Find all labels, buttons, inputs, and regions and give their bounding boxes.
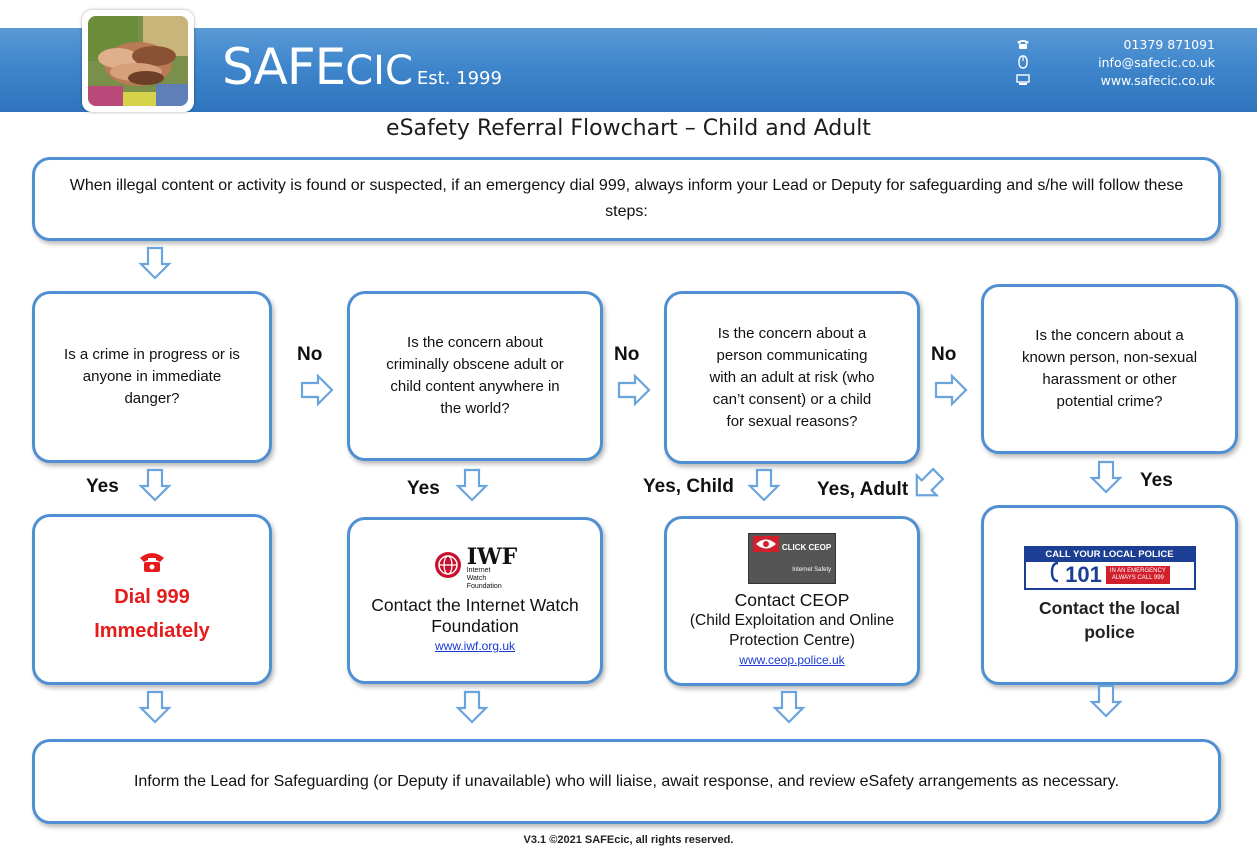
contact-phone[interactable]: 01379 871091	[1123, 36, 1215, 52]
iwf-globe-icon	[433, 550, 463, 587]
police-number: 101	[1065, 562, 1102, 587]
ceop-badge-subtext: Internet Safety	[792, 567, 832, 573]
question-text-4: Is the concern about a known person, non…	[1021, 327, 1198, 410]
ceop-title: Contact CEOP	[734, 590, 850, 610]
arrow-diagonal-icon	[915, 467, 945, 497]
police-sign: CALL YOUR LOCAL POLICE 101 IN AN EMERGEN…	[1023, 546, 1196, 590]
brand-est: Est. 1999	[416, 68, 502, 89]
logo-hands-image	[88, 16, 188, 106]
dial-999-line1: Dial 999	[114, 586, 190, 608]
footer-copyright: V3.1 ©2021 SAFEcic, all rights reserved.	[523, 834, 734, 846]
iwf-logo: IWF Internet Watch Foundation	[433, 543, 518, 591]
brand-cic: CIC	[345, 48, 413, 94]
ceop-badge[interactable]: CLICK CEOP Internet Safety	[747, 533, 837, 584]
arrow-down-icon	[456, 690, 488, 724]
arrow-right-icon	[617, 374, 651, 406]
police-phone-icon	[1049, 561, 1061, 590]
ceop-box: CLICK CEOP Internet Safety Contact CEOP …	[664, 516, 920, 686]
contact-email-row: info@safecic.co.uk	[1010, 53, 1215, 71]
arrow-down-icon	[139, 690, 171, 724]
phone-icon	[1010, 39, 1036, 50]
iwf-link[interactable]: www.iwf.org.uk	[434, 638, 516, 653]
iwf-box: IWF Internet Watch Foundation Contact th…	[347, 517, 603, 684]
intro-text: When illegal content or activity is foun…	[69, 177, 1184, 220]
police-banner: CALL YOUR LOCAL POLICE	[1025, 548, 1194, 562]
telephone-red-icon	[138, 551, 166, 580]
label-no-1: No	[297, 344, 323, 365]
label-yes-child: Yes, Child	[643, 476, 734, 497]
label-yes-1: Yes	[86, 476, 119, 497]
arrow-down-icon	[1090, 460, 1122, 494]
final-box: Inform the Lead for Safeguarding (or Dep…	[32, 739, 1221, 824]
ceop-eye-icon	[752, 536, 779, 559]
question-text-2: Is the concern about criminally obscene …	[386, 334, 564, 417]
arrow-down-icon	[773, 690, 805, 724]
arrow-right-icon	[300, 374, 334, 406]
ceop-link[interactable]: www.ceop.police.uk	[739, 653, 845, 667]
intro-box: When illegal content or activity is foun…	[32, 157, 1221, 241]
contact-website[interactable]: www.safecic.co.uk	[1100, 72, 1215, 88]
police-emergency-note: IN AN EMERGENCY ALWAYS CALL 999	[1105, 566, 1170, 584]
arrow-down-icon	[139, 468, 171, 502]
label-yes-adult: Yes, Adult	[817, 479, 909, 500]
iwf-title: Contact the Internet Watch Foundation	[371, 594, 579, 636]
arrow-down-icon	[1090, 684, 1122, 718]
iwf-logo-text: IWF	[466, 543, 518, 570]
iwf-logo-subtext: Internet Watch Foundation	[466, 566, 502, 590]
page-title: eSafety Referral Flowchart – Child and A…	[386, 116, 871, 141]
police-title: Contact the local police	[1039, 598, 1180, 642]
contact-phone-row: 01379 871091	[1010, 35, 1215, 53]
contact-email[interactable]: info@safecic.co.uk	[1098, 54, 1215, 70]
arrow-down-icon	[456, 468, 488, 502]
question-box-1: Is a crime in progress or is anyone in i…	[32, 291, 272, 463]
label-no-3: No	[931, 344, 957, 365]
contact-block: 01379 871091 info@safecic.co.uk www.safe…	[1010, 35, 1215, 89]
final-text: Inform the Lead for Safeguarding (or Dep…	[133, 772, 1120, 790]
question-box-4: Is the concern about a known person, non…	[981, 284, 1238, 454]
police-box: CALL YOUR LOCAL POLICE 101 IN AN EMERGEN…	[981, 505, 1238, 685]
question-box-2: Is the concern about criminally obscene …	[347, 291, 603, 461]
question-text-1: Is a crime in progress or is anyone in i…	[64, 346, 240, 407]
header-banner	[0, 28, 1257, 112]
brand-safe: SAFE	[222, 38, 346, 96]
ceop-badge-text: CLICK CEOP	[781, 542, 832, 552]
contact-website-row: www.safecic.co.uk	[1010, 71, 1215, 89]
question-box-3: Is the concern about a person communicat…	[664, 291, 920, 464]
dial-999-line2: Immediately	[94, 620, 210, 642]
arrow-down-icon	[139, 246, 171, 280]
mouse-icon	[1010, 55, 1036, 69]
arrow-right-icon	[934, 374, 968, 406]
label-yes-2: Yes	[407, 478, 440, 499]
label-yes-4: Yes	[1140, 470, 1173, 491]
computer-icon	[1010, 74, 1036, 86]
label-no-2: No	[614, 344, 640, 365]
ceop-subtitle: (Child Exploitation and Online Protectio…	[689, 612, 895, 649]
arrow-down-icon	[748, 468, 780, 502]
question-text-3: Is the concern about a person communicat…	[709, 324, 875, 430]
dial-999-box: Dial 999 Immediately	[32, 514, 272, 685]
